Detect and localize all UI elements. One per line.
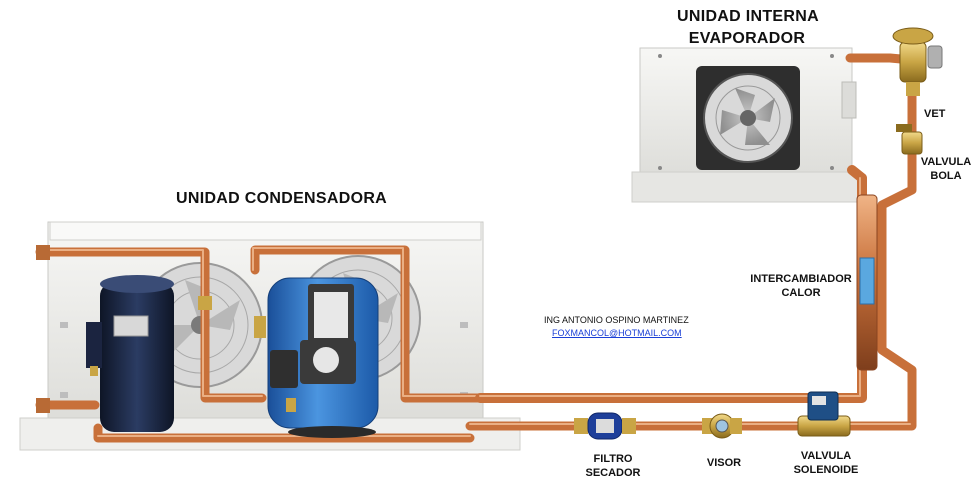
label-sight-glass: VISOR <box>706 457 742 469</box>
evaporator-drip-tray <box>631 171 861 203</box>
author-credit: ING ANTONIO OSPINO MARTINEZ <box>544 315 689 325</box>
evaporator-fan <box>696 66 800 170</box>
sight-glass <box>702 413 742 439</box>
label-filter-line2: SECADOR <box>585 467 641 479</box>
solenoid-valve <box>797 391 851 437</box>
label-heat-exchanger-line2: CALOR <box>781 287 821 299</box>
author-email-link[interactable]: FOXMANCOL@HOTMAIL.COM <box>552 328 682 338</box>
label-vet: VET <box>924 108 946 120</box>
ball-valve <box>896 124 923 155</box>
label-solenoid-line1: VALVULA <box>800 450 852 462</box>
filter-drier <box>574 412 636 440</box>
compressor <box>254 277 379 438</box>
evaporator-unit <box>631 47 861 203</box>
label-filter-line1: FILTRO <box>593 453 633 465</box>
condensing-unit <box>19 221 521 451</box>
label-ball-valve-line1: VALVULA <box>920 156 972 168</box>
label-heat-exchanger-line1: INTERCAMBIADOR <box>750 273 852 285</box>
heat-exchanger <box>856 194 878 371</box>
liquid-receiver <box>86 275 174 432</box>
label-evaporator-line2: EVAPORADOR <box>688 30 806 47</box>
condenser-top-panel <box>49 221 482 241</box>
label-condensing-unit: UNIDAD CONDENSADORA <box>176 190 388 207</box>
label-solenoid-line2: SOLENOIDE <box>793 464 859 476</box>
thermostatic-expansion-valve <box>892 27 943 96</box>
label-ball-valve-line2: BOLA <box>930 170 962 182</box>
label-evaporator-line1: UNIDAD INTERNA <box>677 8 819 25</box>
